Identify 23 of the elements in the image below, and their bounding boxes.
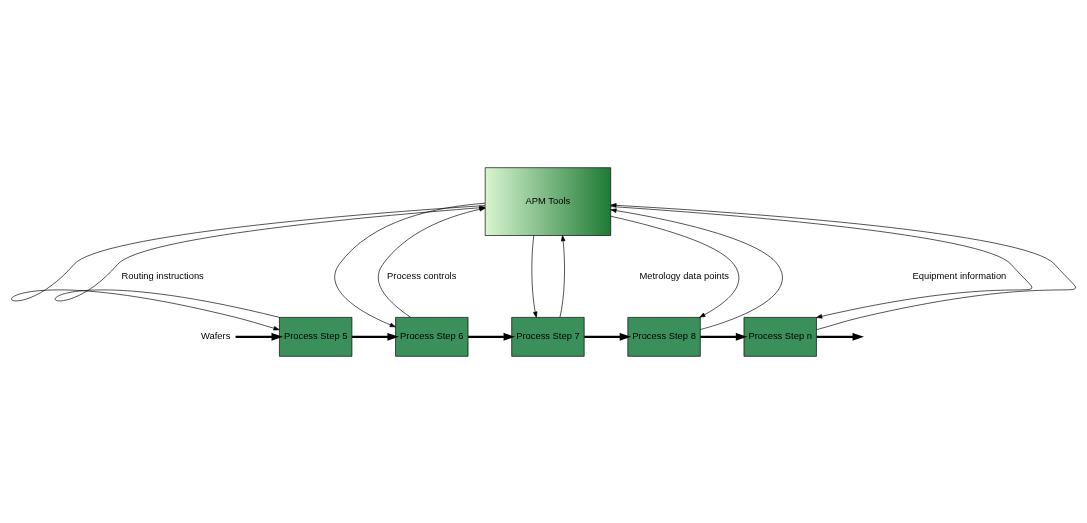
arrow bbox=[351, 332, 399, 341]
node-box: Process Step 5 bbox=[279, 316, 353, 357]
node-box: Process Step 7 bbox=[511, 316, 585, 357]
node-box: Process Step n bbox=[743, 316, 817, 357]
node-box: APM Tools bbox=[484, 166, 612, 236]
arrow bbox=[610, 207, 783, 330]
arrow bbox=[468, 332, 515, 341]
arrow bbox=[700, 332, 748, 341]
label: Routing instructions bbox=[121, 269, 204, 281]
node-box: Process Step 6 bbox=[395, 316, 469, 357]
node-text: Wafers bbox=[200, 329, 231, 341]
arrow bbox=[610, 202, 1076, 330]
arrow bbox=[531, 234, 538, 318]
label: Process controls bbox=[387, 269, 457, 281]
arrow bbox=[235, 332, 283, 341]
label: Metrology data points bbox=[639, 269, 730, 281]
arrow bbox=[610, 215, 740, 318]
node-box: Process Step 8 bbox=[627, 316, 701, 357]
label: Equipment information bbox=[912, 269, 1007, 281]
arrow bbox=[816, 332, 864, 341]
arrow bbox=[559, 234, 566, 318]
arrow bbox=[584, 332, 632, 341]
arrow bbox=[610, 205, 1032, 318]
